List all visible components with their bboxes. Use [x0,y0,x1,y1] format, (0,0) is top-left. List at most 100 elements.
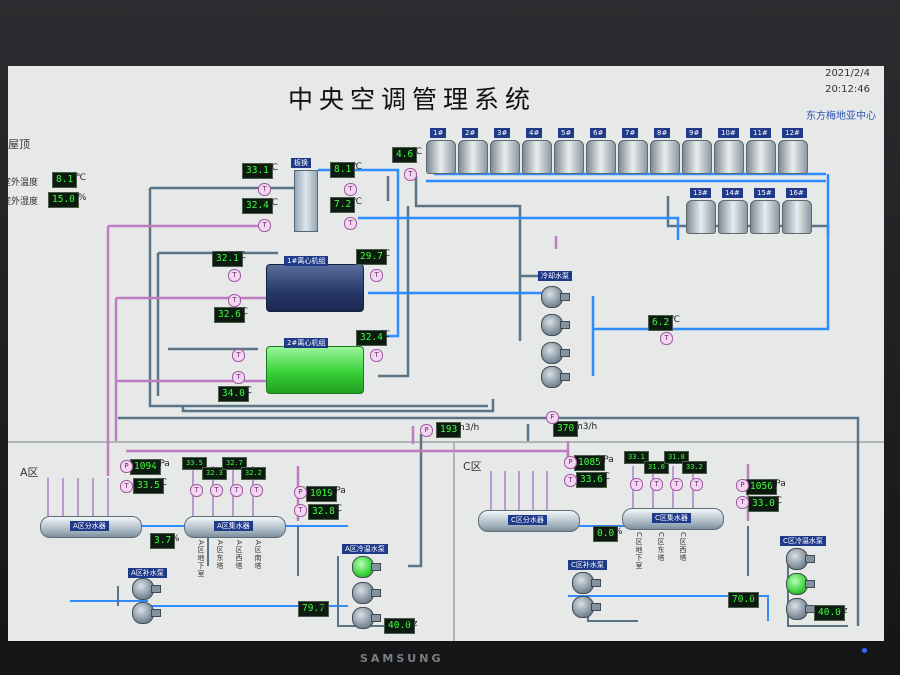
sensor-node[interactable]: P [294,486,307,499]
zone-c-manifold-temp-2: 31.0 [644,461,669,474]
sensor-node[interactable]: T [344,217,357,230]
sensor-node[interactable]: P [564,456,577,469]
cooling-tower-label: 9# [686,128,703,138]
cooling-tower-label: 10# [718,128,739,138]
sensor-node[interactable]: P [420,424,433,437]
cooling-return-unit: ℃ [670,315,681,325]
chiller-2[interactable] [266,346,364,394]
chiller-1-left-top-temp: 32.1 [212,251,243,267]
cooling-tower[interactable]: 1# [426,128,456,174]
zone-c-makeup-pump-label: C区补水泵 [568,560,607,570]
zone-a-return-pressure-unit: kPa [330,486,346,496]
sensor-node[interactable]: T [190,484,203,497]
sensor-node[interactable]: T [230,484,243,497]
cooling-tower-body [426,140,456,174]
zone-c-return-manifold-label: C区集水器 [652,513,691,523]
sensor-node[interactable]: T [370,349,383,362]
sensor-node[interactable]: T [660,332,673,345]
pump[interactable] [352,582,381,604]
cooling-tower[interactable]: 13# [686,188,716,234]
cooling-tower[interactable]: 11# [746,128,776,174]
sensor-node[interactable]: T [344,183,357,196]
sensor-node[interactable]: P [120,460,133,473]
cooling-tower[interactable]: 8# [650,128,680,174]
cooling-tower-label: 4# [526,128,543,138]
pump[interactable] [541,366,570,388]
pump[interactable] [786,598,815,620]
sensor-node[interactable]: F [546,411,559,424]
plate-hx-right-bottom-temp: 7.2 [330,197,356,213]
zone-a-return-temp: 32.8 [308,504,339,520]
sensor-node[interactable]: T [404,168,417,181]
sensor-node[interactable]: T [370,269,383,282]
cooling-tower[interactable]: 4# [522,128,552,174]
sensor-node[interactable]: T [120,480,133,493]
sensor-node[interactable]: T [690,478,703,491]
cooling-tower[interactable]: 2# [458,128,488,174]
cooling-tower[interactable]: 12# [778,128,808,174]
plate-hx-label: 板换 [291,158,311,168]
pump-outlet [560,349,570,357]
outdoor-temp-unit: ℃ [76,173,87,183]
pump[interactable] [541,314,570,336]
sensor-node[interactable]: T [228,294,241,307]
pump-outlet [151,585,161,593]
sensor-node[interactable]: T [258,219,271,232]
pump-outlet [151,609,161,617]
cooling-tower[interactable]: 15# [750,188,780,234]
outdoor-temp-value: 8.1 [52,172,78,188]
cooling-tower-body [650,140,680,174]
cooling-tower[interactable]: 5# [554,128,584,174]
sensor-node[interactable]: T [232,371,245,384]
cooling-tower[interactable]: 14# [718,188,748,234]
pump[interactable] [541,286,570,308]
sensor-node[interactable]: T [670,478,683,491]
chiller-1[interactable] [266,264,364,312]
pump[interactable] [352,607,381,629]
sensor-node[interactable]: T [228,269,241,282]
cooling-tower-body [458,140,488,174]
pump-outlet [371,563,381,571]
pump[interactable] [541,342,570,364]
zone-c-manifold-temp-3: 31.8 [664,451,689,464]
zone-a-makeup-pump-label: A区补水泵 [128,568,167,578]
branch-label: C区地下室 [635,532,643,570]
cooling-pumps-label: 冷却水泵 [538,271,572,281]
sensor-node[interactable]: T [232,349,245,362]
cooling-tower[interactable]: 3# [490,128,520,174]
pump-outlet [371,614,381,622]
monitor-brand: SAMSUNG [360,652,444,665]
pump[interactable] [352,556,381,578]
sensor-node[interactable]: T [258,183,271,196]
cooling-tower[interactable]: 16# [782,188,812,234]
pump[interactable] [786,573,815,595]
chiller-1-left-top-unit: ℃ [236,251,247,261]
chiller-2-right-top-unit: ℃ [380,330,391,340]
zone-a-return-pressure: 1019 [306,486,337,502]
zone-a-valve-unit: % [171,534,180,544]
sensor-node[interactable]: T [650,478,663,491]
cooling-tower-body [586,140,616,174]
chiller-2-left-bottom-unit: ℃ [242,386,253,396]
sensor-node[interactable]: T [250,484,263,497]
cooling-tower[interactable]: 9# [682,128,712,174]
sensor-node[interactable]: T [736,496,749,509]
pump[interactable] [132,602,161,624]
cooling-tower-label: 15# [754,188,775,198]
outdoor-humidity-unit: % [78,193,87,203]
pump[interactable] [572,572,601,594]
chiller-1-right-top-temp: 29.7 [356,249,387,265]
cooling-tower-body [718,200,748,234]
cooling-tower[interactable]: 6# [586,128,616,174]
sensor-node[interactable]: T [630,478,643,491]
cooling-tower[interactable]: 10# [714,128,744,174]
pump[interactable] [132,578,161,600]
sensor-node[interactable]: P [736,479,749,492]
sensor-node[interactable]: T [294,504,307,517]
cooling-tower[interactable]: 7# [618,128,648,174]
sensor-node[interactable]: T [564,474,577,487]
pump[interactable] [572,596,601,618]
sensor-node[interactable]: T [210,484,223,497]
pump[interactable] [786,548,815,570]
organization-name: 东方梅地亚中心 [806,111,876,122]
